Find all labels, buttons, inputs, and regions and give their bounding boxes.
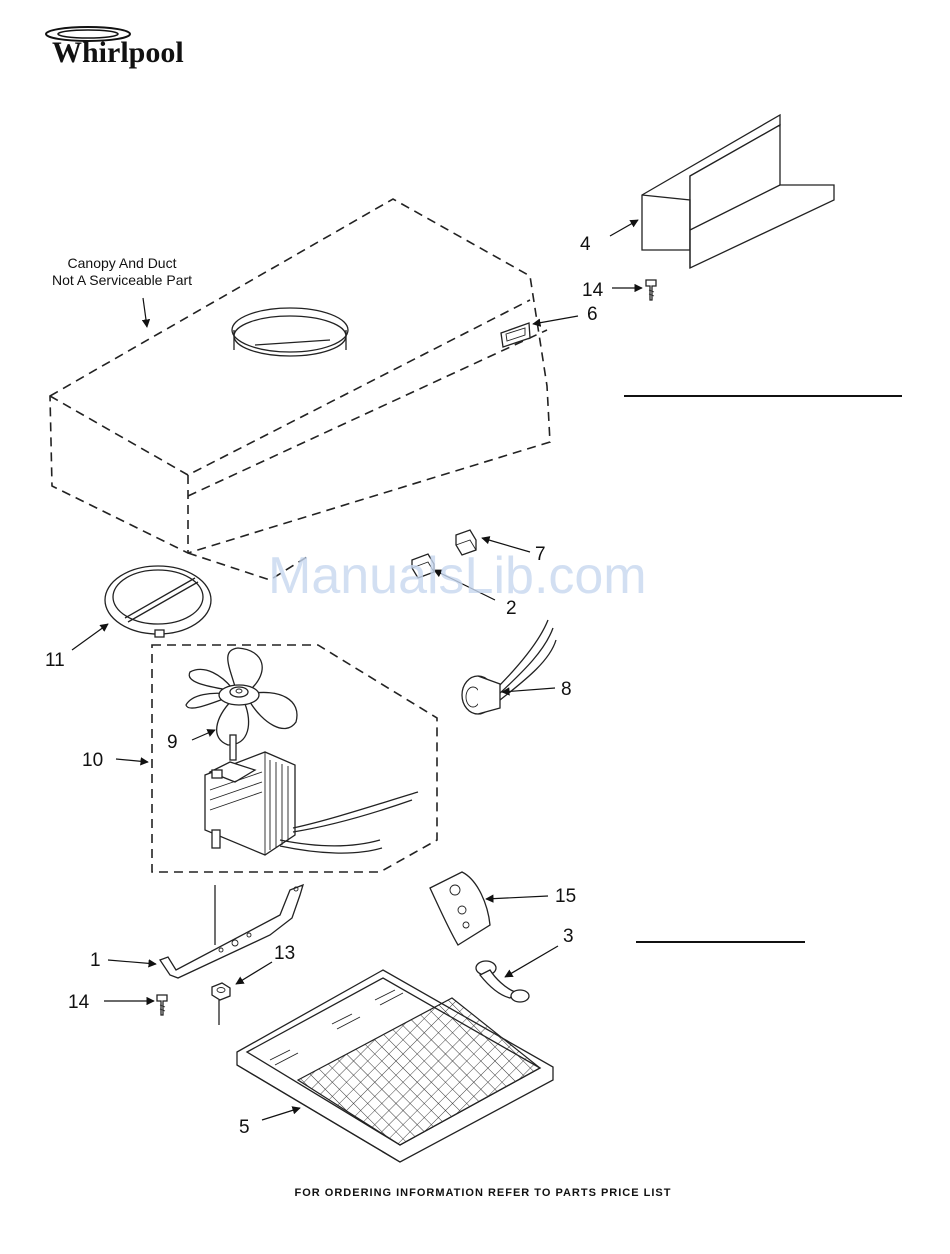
whirlpool-logo: Whirlpool — [46, 27, 184, 69]
ordering-footer: FOR ORDERING INFORMATION REFER TO PARTS … — [295, 1187, 672, 1199]
part-11-ring — [105, 566, 211, 637]
callout-9: 9 — [167, 732, 178, 753]
part-14-screw-upper — [646, 280, 656, 300]
part-1-motor-bracket — [160, 885, 303, 978]
callout-13: 13 — [274, 943, 295, 964]
motor — [205, 735, 418, 855]
part-4-bracket — [642, 115, 834, 268]
callout-3: 3 — [563, 926, 574, 947]
part-8-lamp-socket — [462, 620, 556, 714]
note-line-1: Canopy And Duct — [68, 255, 177, 271]
callout-14-lower: 14 — [68, 992, 90, 1013]
part-14-screw-lower — [157, 995, 167, 1015]
part-6-label — [501, 323, 530, 347]
part-13-nut — [212, 983, 230, 1000]
part-5-grease-filter — [237, 970, 553, 1162]
callout-14-upper: 14 — [582, 280, 604, 301]
watermark-text: ManualsLib.com — [268, 547, 647, 605]
callout-1: 1 — [90, 950, 101, 971]
part-9-fan-blade — [186, 648, 297, 745]
part-15-clamp — [430, 872, 490, 945]
callout-4: 4 — [580, 234, 591, 255]
brand-name: Whirlpool — [52, 36, 184, 69]
note-line-2: Not A Serviceable Part — [52, 272, 192, 288]
callout-15: 15 — [555, 886, 576, 907]
callout-5: 5 — [239, 1117, 250, 1138]
callout-6: 6 — [587, 304, 598, 325]
callout-11: 11 — [45, 650, 65, 671]
callout-10: 10 — [82, 750, 103, 771]
callout-8: 8 — [561, 679, 572, 700]
